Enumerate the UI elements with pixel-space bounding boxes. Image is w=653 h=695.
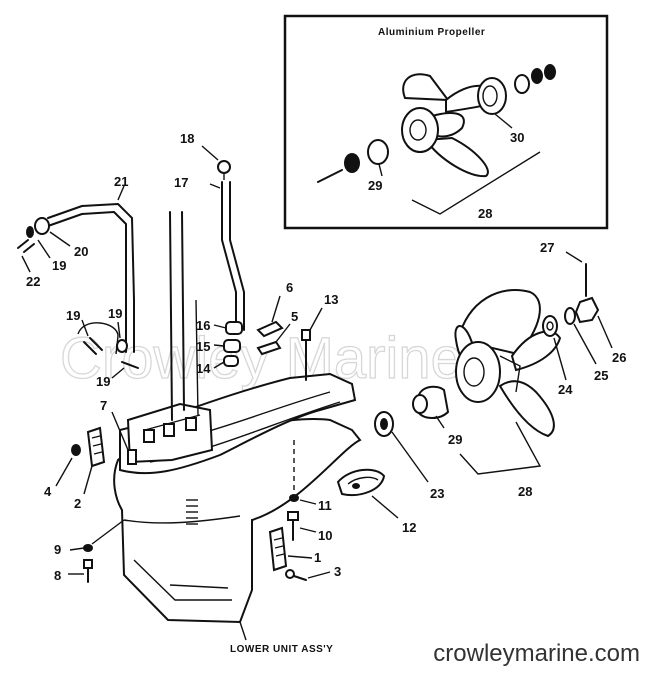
propeller [454, 289, 562, 475]
part-7-pin [111, 411, 137, 465]
lower-unit-housing [113, 211, 362, 624]
callout-30: 30 [510, 130, 524, 145]
part-11-washer [289, 440, 317, 505]
callout-21: 21 [114, 174, 128, 189]
callout-17: 17 [174, 175, 188, 190]
shift-rod [201, 145, 245, 369]
callout-4: 4 [44, 484, 52, 499]
callout-1: 1 [314, 550, 321, 565]
part-12-trim-tab [336, 468, 399, 519]
callout-10: 10 [318, 528, 332, 543]
callout-29-main: 29 [448, 432, 462, 447]
watermark: Crowley Marine [60, 326, 463, 391]
callout-6: 6 [286, 280, 293, 295]
part-4-grommet [55, 444, 81, 487]
callout-19-left: 19 [66, 308, 80, 323]
assembly-label: LOWER UNIT ASS'Y [230, 644, 333, 655]
inset-washer-nut [514, 64, 556, 94]
callout-18: 18 [180, 131, 194, 146]
callout-15: 15 [196, 339, 210, 354]
callout-2: 2 [74, 496, 81, 511]
inset-thrust-hub [317, 139, 389, 183]
callout-19-upper: 19 [52, 258, 66, 273]
water-tube [17, 185, 139, 379]
part-23-thrust-washer [374, 411, 429, 483]
part-25-nut [564, 307, 597, 365]
callout-20: 20 [74, 244, 88, 259]
part-10-bolt [287, 511, 317, 541]
part-9-gasket [69, 519, 125, 552]
part-5-block [256, 323, 291, 356]
callout-9: 9 [54, 542, 61, 557]
callout-13: 13 [324, 292, 338, 307]
callout-23: 23 [430, 486, 444, 501]
part-13-bolt [301, 307, 323, 381]
callout-8: 8 [54, 568, 61, 583]
part-8-screw [68, 559, 93, 583]
callout-26: 26 [612, 350, 626, 365]
callout-19-right: 19 [108, 306, 122, 321]
callout-16: 16 [196, 318, 210, 333]
callout-28-main: 28 [518, 484, 532, 499]
inset-aluminium-propeller: Aluminium Propeller 29 30 [283, 14, 609, 230]
part-2-bracket [83, 426, 106, 495]
part-29-spacer [412, 385, 450, 429]
callout-3: 3 [334, 564, 341, 579]
callout-24: 24 [558, 382, 573, 397]
callout-19-lower: 19 [96, 374, 110, 389]
part-24-washer [542, 315, 567, 381]
water-inlet-grille [186, 499, 198, 525]
part-1-anode [268, 526, 313, 572]
callout-11: 11 [318, 498, 332, 513]
site-footer[interactable]: crowleymarine.com [433, 640, 640, 667]
part-6-block [256, 295, 284, 338]
part-26-nut [574, 296, 613, 349]
part-3-screw [285, 569, 331, 581]
inset-spacer [477, 77, 507, 115]
inset-title: Aluminium Propeller [378, 27, 485, 38]
callout-7: 7 [100, 398, 107, 413]
callout-27: 27 [540, 240, 554, 255]
callout-25: 25 [594, 368, 608, 383]
callout-14: 14 [196, 361, 211, 376]
callout-5: 5 [291, 309, 298, 324]
callout-22: 22 [26, 274, 40, 289]
callout-29: 29 [368, 178, 382, 193]
part-27-pin [565, 251, 587, 297]
callout-12: 12 [402, 520, 416, 535]
callout-28: 28 [478, 206, 492, 221]
